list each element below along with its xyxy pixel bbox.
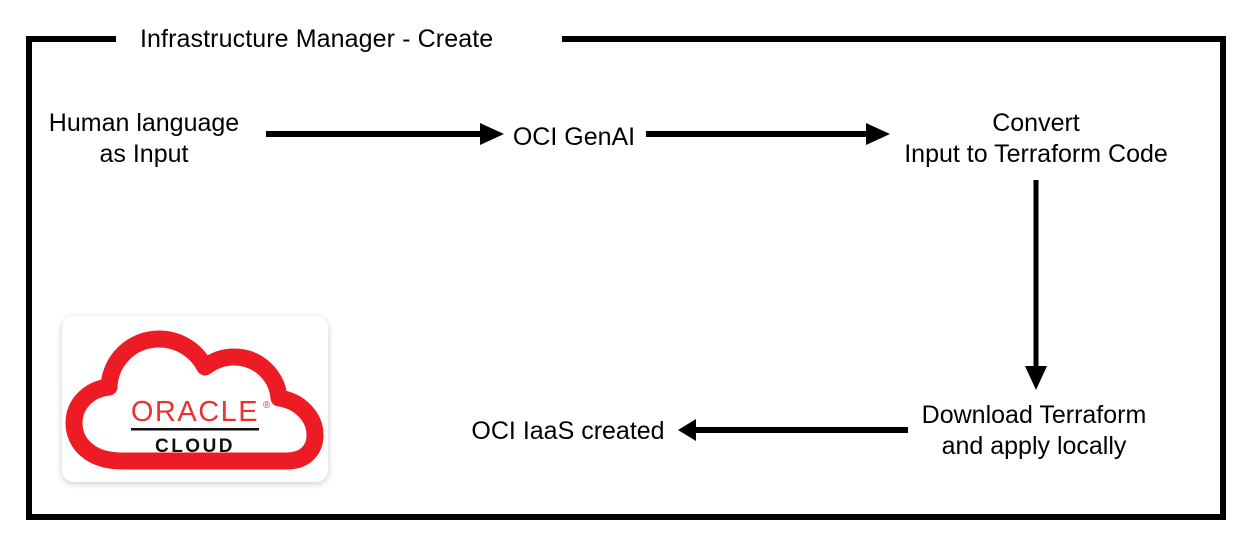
diagram-title: Infrastructure Manager - Create xyxy=(140,25,494,53)
node-convert-input-to-terraform-code: Convert Input to Terraform Code xyxy=(904,109,1168,168)
arrow-right-icon xyxy=(266,123,504,145)
frame-top-right-segment xyxy=(562,36,1226,42)
oracle-cloud-logo: ORACLE ® CLOUD xyxy=(62,316,328,482)
node-oci-iaas-created: OCI IaaS created xyxy=(471,417,665,445)
frame-right-edge xyxy=(1220,36,1226,520)
arrow-left-icon xyxy=(678,419,908,441)
node-oci-genai: OCI GenAI xyxy=(512,123,636,151)
arrow-down-icon xyxy=(1025,180,1047,390)
frame-top-left-segment xyxy=(26,36,116,42)
oracle-cloud-logo-graphic: ORACLE ® CLOUD xyxy=(65,330,324,470)
arrow-right-icon xyxy=(646,123,890,145)
frame-left-edge xyxy=(26,36,32,520)
oracle-wordmark: ORACLE xyxy=(131,396,259,428)
node-human-language-input: Human language as Input xyxy=(48,109,240,168)
node-download-terraform-and-apply-locally: Download Terraform and apply locally xyxy=(921,401,1147,460)
registered-trademark-icon: ® xyxy=(263,400,271,411)
frame-bottom-edge xyxy=(26,514,1226,520)
cloud-shape xyxy=(65,330,324,470)
logo-divider xyxy=(131,428,259,431)
cloud-subtitle: CLOUD xyxy=(155,436,235,457)
